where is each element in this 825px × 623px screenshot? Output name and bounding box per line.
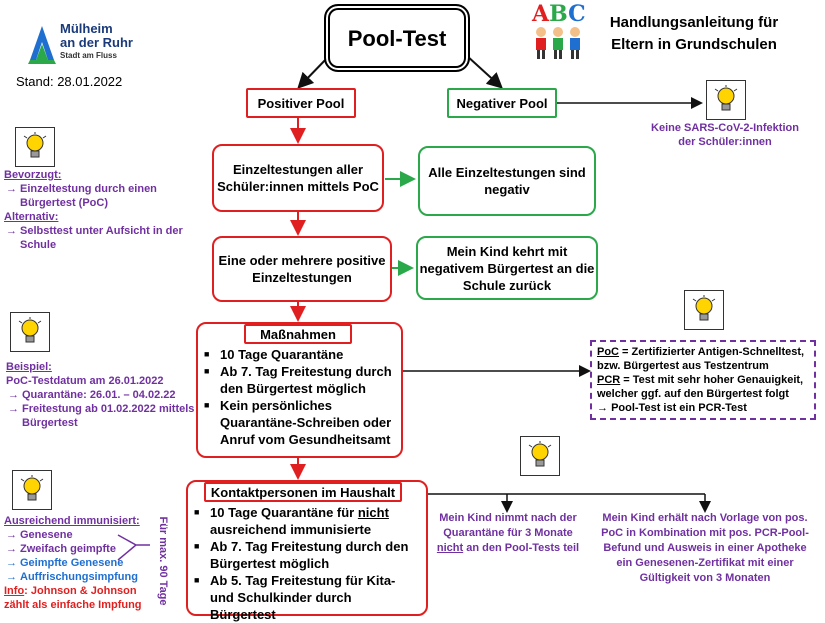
arrow-title-negative	[465, 54, 503, 89]
single-tests-box: Einzeltestungen aller Schüler:innen mitt…	[212, 144, 384, 212]
measure-item: Ab 7. Tag Freitestung durch den Bürgerte…	[204, 363, 395, 397]
household-title: Kontaktpersonen im Haushalt	[204, 482, 402, 502]
immunized-note: Ausreichend immunisiert: →Genesene →Zwei…	[4, 515, 142, 611]
household-item: Ab 5. Tag Freitestung für Kita- und Schu…	[194, 572, 420, 623]
lightbulb-icon	[706, 80, 746, 120]
city-logo	[26, 20, 58, 64]
no-pool-note: Mein Kind nimmt nach der Quarantäne für …	[436, 512, 580, 554]
measure-item: 10 Tage Quarantäne	[204, 346, 395, 363]
lightbulb-icon	[684, 290, 724, 330]
city-name: Mülheim an der Ruhr Stadt am Fluss	[60, 21, 133, 61]
household-item: Ab 7. Tag Freitestung durch den Bürgerte…	[194, 538, 420, 572]
certificate-note: Mein Kind erhält nach Vorlage von pos. P…	[601, 512, 809, 584]
all-negative-box: Alle Einzeltestungen sind negativ	[418, 146, 596, 216]
lightbulb-icon	[10, 312, 50, 352]
negative-pool-box: Negativer Pool	[447, 88, 557, 118]
page-title: Pool-Test	[324, 4, 470, 72]
some-positive-box: Eine oder mehrere positive Einzeltestung…	[212, 236, 392, 302]
measures-box: 10 Tage Quarantäne Ab 7. Tag Freitestung…	[196, 322, 403, 458]
vertical-90-days: Für max. 90 Tage	[157, 516, 169, 606]
lightbulb-icon	[520, 436, 560, 476]
positive-pool-box: Positiver Pool	[246, 88, 356, 118]
subtitle: Handlungsanleitung für Eltern in Grundsc…	[609, 14, 779, 53]
measure-item: Kein persönliches Quarantäne-Schreiben o…	[204, 397, 395, 448]
example-note: Beispiel: PoC-Testdatum am 26.01.2022 →Q…	[6, 361, 195, 429]
return-school-box: Mein Kind kehrt mit negativem Bürgertest…	[416, 236, 598, 300]
household-item: 10 Tage Quarantäne für nicht ausreichend…	[194, 504, 420, 538]
lightbulb-icon	[15, 127, 55, 167]
household-box: 10 Tage Quarantäne für nicht ausreichend…	[186, 480, 428, 622]
negative-note: Keine SARS-CoV-2-Infektion der Schüler:i…	[651, 122, 799, 148]
lightbulb-icon	[12, 470, 52, 510]
immunized-bracket	[117, 534, 150, 561]
measures-title: Maßnahmen	[244, 324, 352, 344]
abc-logo: ABC	[532, 2, 586, 62]
definitions-box: PoC = Zertifizierter Antigen-Schnelltest…	[590, 340, 816, 420]
test-options-note: Bevorzugt: →Einzeltestung durch einen Bü…	[4, 169, 183, 251]
stand-date: Stand: 28.01.2022	[16, 74, 123, 89]
